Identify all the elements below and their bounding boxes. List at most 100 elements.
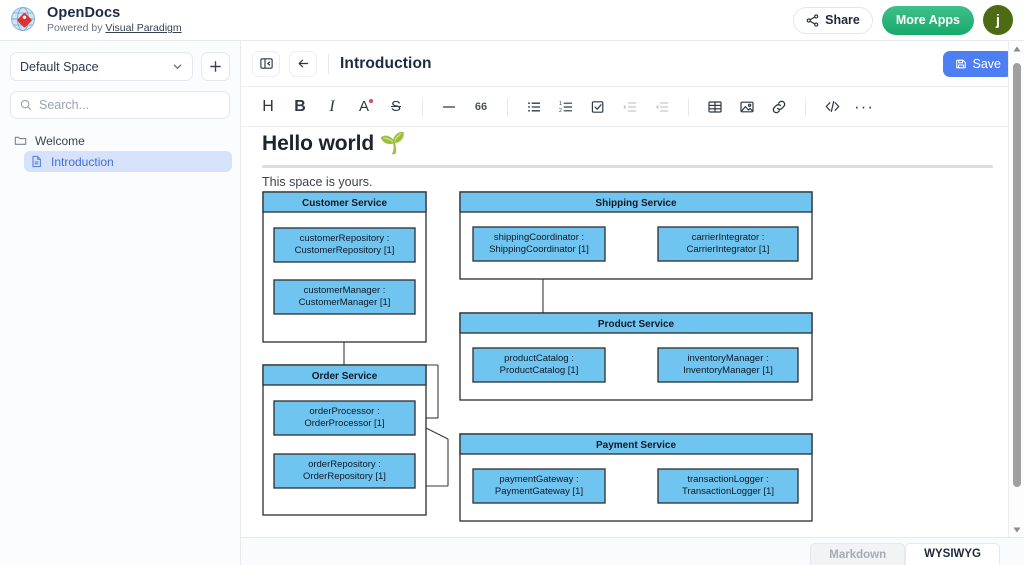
page-title: Introduction bbox=[340, 55, 432, 73]
svg-text:inventoryManager :: inventoryManager : bbox=[687, 353, 768, 364]
brand-subtitle: Powered by Visual Paradigm bbox=[47, 23, 182, 34]
space-selector-label: Default Space bbox=[20, 60, 99, 74]
svg-text:TransactionLogger [1]: TransactionLogger [1] bbox=[682, 486, 774, 497]
floppy-save-icon bbox=[955, 58, 967, 70]
top-bar: OpenDocs Powered by Visual Paradigm Shar… bbox=[0, 0, 1024, 41]
space-row: Default Space bbox=[0, 41, 240, 81]
toolbar-divider-1 bbox=[422, 98, 423, 116]
svg-text:2: 2 bbox=[559, 108, 562, 114]
search-input[interactable]: Search... bbox=[10, 91, 230, 119]
document-paragraph: This space is yours. bbox=[262, 175, 372, 189]
image-icon[interactable] bbox=[732, 93, 762, 121]
toolbar-divider-2 bbox=[507, 98, 508, 116]
tree-item-welcome-label: Welcome bbox=[35, 134, 85, 148]
horizontal-rule-icon[interactable] bbox=[434, 93, 464, 121]
svg-text:customerManager :: customerManager : bbox=[304, 285, 386, 296]
code-icon[interactable] bbox=[817, 93, 847, 121]
package-shipping-service: Shipping Service shippingCoordinator : S… bbox=[460, 192, 812, 279]
outdent-icon bbox=[647, 93, 677, 121]
uml-component-diagram[interactable]: Customer Service customerRepository : Cu… bbox=[258, 190, 838, 530]
header-divider bbox=[328, 54, 329, 74]
caret-down-icon[interactable] bbox=[1009, 522, 1024, 537]
svg-text:OrderRepository [1]: OrderRepository [1] bbox=[303, 471, 386, 482]
blockquote-icon[interactable]: 66 bbox=[466, 93, 496, 121]
indent-icon bbox=[615, 93, 645, 121]
svg-text:Payment Service: Payment Service bbox=[596, 440, 676, 451]
svg-text:paymentGateway :: paymentGateway : bbox=[499, 474, 578, 485]
vertical-scrollbar[interactable] bbox=[1008, 41, 1024, 537]
package-product-service: Product Service productCatalog : Product… bbox=[460, 313, 812, 400]
share-label: Share bbox=[825, 13, 860, 27]
svg-text:CustomerManager [1]: CustomerManager [1] bbox=[299, 297, 391, 308]
table-icon[interactable] bbox=[700, 93, 730, 121]
avatar[interactable]: j bbox=[983, 5, 1013, 35]
svg-text:InventoryManager [1]: InventoryManager [1] bbox=[683, 365, 773, 376]
svg-text:ProductCatalog [1]: ProductCatalog [1] bbox=[500, 365, 579, 376]
tab-markdown[interactable]: Markdown bbox=[810, 543, 905, 565]
package-payment-service: Payment Service paymentGateway : Payment… bbox=[460, 434, 812, 521]
text-color-icon[interactable]: A bbox=[349, 93, 379, 121]
more-options-icon[interactable]: ··· bbox=[849, 93, 879, 121]
svg-text:orderProcessor :: orderProcessor : bbox=[309, 406, 379, 417]
svg-text:customerRepository :: customerRepository : bbox=[300, 233, 390, 244]
document-heading: Hello world 🌱 bbox=[262, 132, 406, 156]
svg-text:CustomerRepository [1]: CustomerRepository [1] bbox=[295, 245, 395, 256]
svg-text:1: 1 bbox=[559, 101, 562, 107]
tree-item-introduction-label: Introduction bbox=[51, 155, 114, 169]
share-nodes-icon bbox=[806, 14, 819, 27]
bullet-list-icon[interactable] bbox=[519, 93, 549, 121]
tree-item-introduction[interactable]: Introduction bbox=[24, 151, 232, 172]
svg-text:Product Service: Product Service bbox=[598, 319, 675, 330]
strikethrough-icon[interactable]: S bbox=[381, 93, 411, 121]
sidebar-collapse-icon[interactable] bbox=[252, 51, 280, 77]
document-tree: Welcome Introduction bbox=[0, 130, 240, 172]
document-header: Introduction Save bbox=[241, 41, 1024, 86]
link-icon[interactable] bbox=[764, 93, 794, 121]
save-label: Save bbox=[973, 57, 1002, 71]
checklist-icon[interactable] bbox=[583, 93, 613, 121]
heading-underline bbox=[262, 165, 993, 168]
numbered-list-icon[interactable]: 1 2 bbox=[551, 93, 581, 121]
bold-icon[interactable]: B bbox=[285, 93, 315, 121]
top-bar-actions: Share More Apps j bbox=[793, 5, 1024, 35]
toolbar-divider-3 bbox=[688, 98, 689, 116]
tab-wysiwyg[interactable]: WYSIWYG bbox=[905, 543, 1000, 565]
globe-diamond-logo-icon bbox=[10, 6, 38, 34]
brand-title: OpenDocs bbox=[47, 6, 182, 21]
svg-text:Shipping Service: Shipping Service bbox=[595, 198, 677, 209]
search-placeholder: Search... bbox=[39, 98, 89, 112]
svg-text:orderRepository :: orderRepository : bbox=[308, 459, 381, 470]
toolbar-divider-4 bbox=[805, 98, 806, 116]
add-space-button[interactable] bbox=[201, 52, 230, 81]
visual-paradigm-link[interactable]: Visual Paradigm bbox=[105, 22, 181, 34]
search-icon bbox=[20, 99, 32, 111]
svg-text:carrierIntegrator :: carrierIntegrator : bbox=[692, 232, 765, 243]
svg-text:OrderProcessor [1]: OrderProcessor [1] bbox=[304, 418, 384, 429]
scrollbar-thumb[interactable] bbox=[1013, 63, 1021, 487]
editor-toolbar: H B I A S 66 1 2 bbox=[241, 86, 1024, 127]
save-button[interactable]: Save bbox=[943, 51, 1014, 77]
editor-canvas[interactable]: Hello world 🌱 This space is yours. bbox=[241, 127, 1024, 565]
svg-text:Order Service: Order Service bbox=[312, 371, 378, 382]
svg-text:transactionLogger :: transactionLogger : bbox=[687, 474, 768, 485]
powered-by-text: Powered by bbox=[47, 22, 105, 34]
space-selector[interactable]: Default Space bbox=[10, 52, 193, 81]
arrow-left-icon[interactable] bbox=[289, 51, 317, 77]
editor-mode-bar: Markdown WYSIWYG bbox=[241, 537, 1024, 565]
main-panel: Introduction Save H B I A S 66 bbox=[241, 41, 1024, 565]
svg-text:CarrierIntegrator [1]: CarrierIntegrator [1] bbox=[687, 244, 770, 255]
svg-text:Customer Service: Customer Service bbox=[302, 198, 387, 209]
tree-item-welcome[interactable]: Welcome bbox=[8, 130, 232, 151]
sidebar: Default Space Search... Welcome bbox=[0, 41, 241, 565]
svg-text:productCatalog :: productCatalog : bbox=[504, 353, 574, 364]
more-apps-button[interactable]: More Apps bbox=[882, 6, 974, 35]
file-doc-icon bbox=[30, 155, 43, 168]
share-button[interactable]: Share bbox=[793, 7, 873, 34]
italic-icon[interactable]: I bbox=[317, 93, 347, 121]
folder-icon bbox=[14, 134, 27, 147]
heading-icon[interactable]: H bbox=[253, 93, 283, 121]
svg-text:PaymentGateway [1]: PaymentGateway [1] bbox=[495, 486, 583, 497]
brand[interactable]: OpenDocs Powered by Visual Paradigm bbox=[0, 6, 182, 34]
caret-up-icon[interactable] bbox=[1009, 41, 1024, 56]
